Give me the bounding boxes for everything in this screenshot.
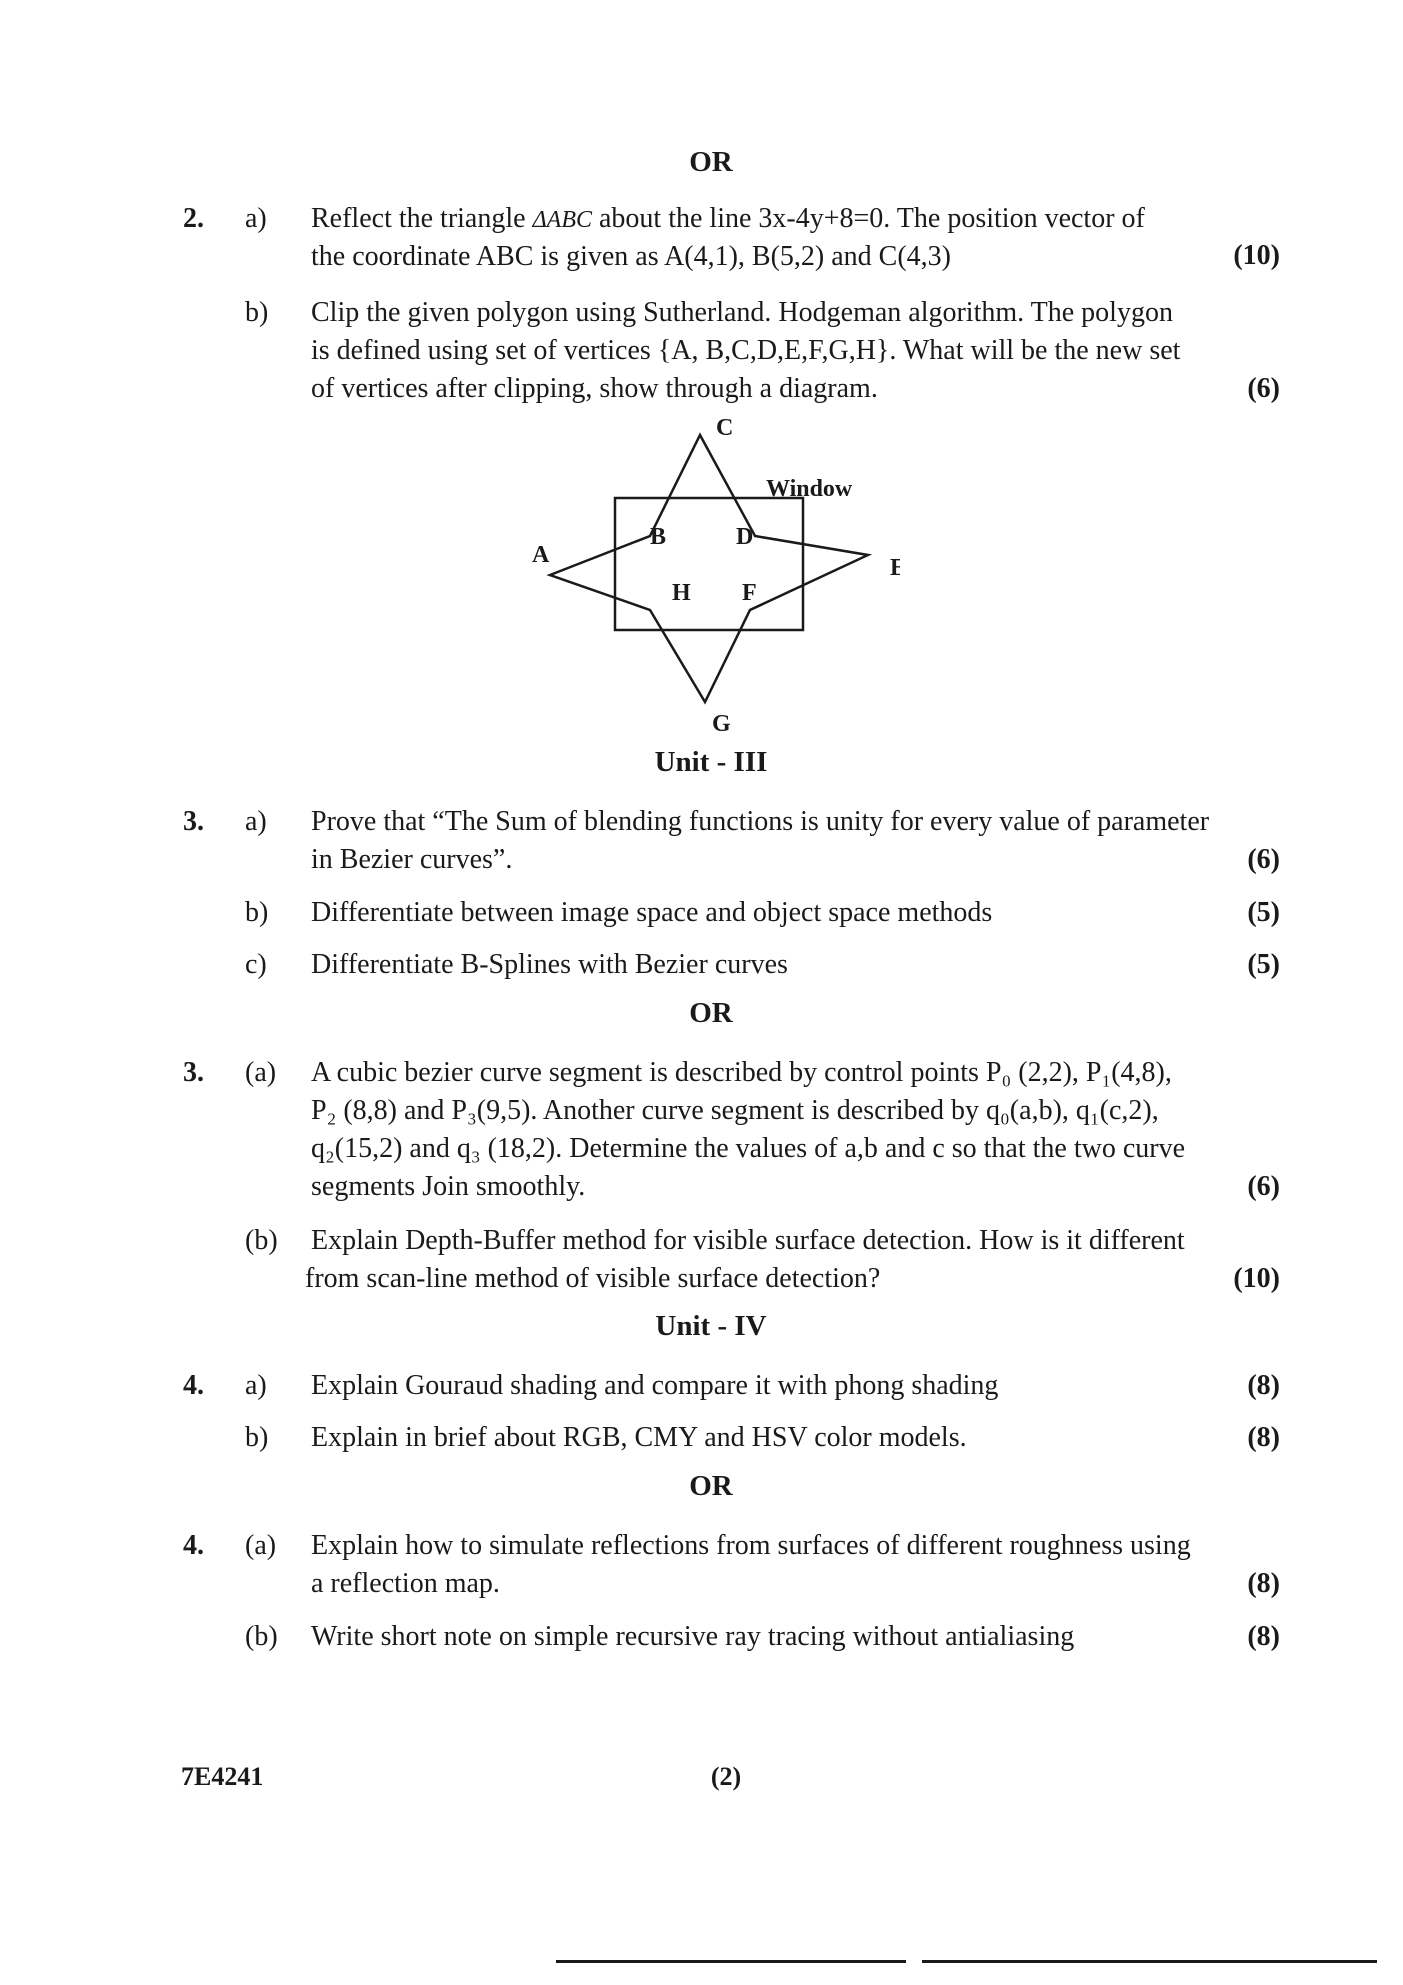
- or-heading-1: OR: [689, 146, 733, 178]
- q4alt-b-text: Write short note on simple recursive ray…: [311, 1621, 1075, 1652]
- vertex-label-c: C: [716, 415, 733, 441]
- q2b-marks: (6): [1247, 373, 1280, 404]
- window-label: Window: [766, 476, 853, 502]
- question-number-4: 4.: [183, 1370, 204, 1401]
- q4a-marks: (8): [1247, 1370, 1280, 1401]
- footer-rule-left: [556, 1960, 906, 1963]
- q2b-line2: is defined using set of vertices {A, B,C…: [311, 335, 1181, 366]
- q2a-triangle-symbol: ΔABC: [532, 207, 592, 233]
- vertex-label-a: A: [532, 542, 550, 568]
- q3alt-b-marks: (10): [1233, 1263, 1280, 1294]
- q2a-text-post: about the line 3x-4y+8=0. The position v…: [599, 203, 1145, 234]
- q3b-text: Differentiate between image space and ob…: [311, 897, 993, 928]
- vertex-label-f: F: [742, 580, 757, 606]
- vertex-label-g: G: [712, 711, 731, 737]
- q4a-label: a): [245, 1370, 267, 1401]
- q3a-marks: (6): [1247, 844, 1280, 875]
- question-number-3: 3.: [183, 806, 204, 837]
- q4alt-a-line1: Explain how to simulate reflections from…: [311, 1530, 1191, 1561]
- unit-4-heading: Unit - IV: [655, 1310, 767, 1342]
- q4alt-a-marks: (8): [1247, 1568, 1280, 1599]
- vertex-label-d: D: [736, 524, 753, 550]
- q3alt-a-line3: q₂(15,2) and q₃ (18,2). Determine the va…: [311, 1133, 1186, 1164]
- q2a-label: a): [245, 203, 267, 234]
- q3b-marks: (5): [1247, 897, 1280, 928]
- question-number-2: 2.: [183, 203, 204, 234]
- q3alt-a-marks: (6): [1247, 1171, 1280, 1202]
- q2a-marks: (10): [1233, 240, 1280, 271]
- question-number-3-alt: 3.: [183, 1057, 204, 1088]
- question-number-4-alt: 4.: [183, 1530, 204, 1561]
- q4alt-b-label: (b): [245, 1621, 278, 1652]
- clip-window-rect: [613, 496, 805, 632]
- q4b-marks: (8): [1247, 1422, 1280, 1453]
- q2b-line1: Clip the given polygon using Sutherland.…: [311, 297, 1173, 328]
- unit-3-heading: Unit - III: [654, 746, 768, 778]
- q2b-line3: of vertices after clipping, show through…: [311, 373, 878, 404]
- q4alt-a-line2: a reflection map.: [311, 1568, 500, 1599]
- q3alt-b-line2: from scan-line method of visible surface…: [305, 1263, 881, 1294]
- q2a-line1: Reflect the triangle ΔABC about the line…: [311, 200, 1276, 239]
- q4alt-b-marks: (8): [1247, 1621, 1280, 1652]
- q3c-marks: (5): [1247, 949, 1280, 980]
- q3alt-b-line1: Explain Depth-Buffer method for visible …: [311, 1225, 1185, 1256]
- q3alt-b-label: (b): [245, 1225, 278, 1256]
- vertex-label-h: H: [672, 580, 691, 606]
- clipping-diagram: Window A B C D E F G H: [532, 415, 900, 737]
- q4alt-a-label: (a): [245, 1530, 277, 1561]
- q3a-line2: in Bezier curves”.: [311, 844, 513, 875]
- vertex-label-e: E: [890, 555, 900, 581]
- q2a-line2: the coordinate ABC is given as A(4,1), B…: [311, 241, 952, 272]
- page-number: (2): [710, 1762, 742, 1791]
- q2a-text-pre: Reflect the triangle: [311, 203, 526, 234]
- q4b-text: Explain in brief about RGB, CMY and HSV …: [311, 1422, 967, 1453]
- q3b-label: b): [245, 897, 269, 928]
- q3alt-a-line4: segments Join smoothly.: [311, 1171, 586, 1202]
- q3a-line1: Prove that “The Sum of blending function…: [311, 806, 1210, 837]
- clip-polygon: [546, 432, 873, 705]
- q3alt-a-line1: A cubic bezier curve segment is describe…: [311, 1057, 1172, 1088]
- q3c-text: Differentiate B-Splines with Bezier curv…: [311, 949, 788, 980]
- q3alt-a-line2: P₂ (8,8) and P₃(9,5). Another curve segm…: [311, 1095, 1159, 1126]
- q3a-label: a): [245, 806, 267, 837]
- q4b-label: b): [245, 1422, 269, 1453]
- footer-rule-right: [922, 1960, 1377, 1963]
- paper-code: 7E4241: [181, 1762, 264, 1791]
- or-heading-2: OR: [689, 997, 733, 1029]
- q3c-label: c): [245, 949, 267, 980]
- q4a-text: Explain Gouraud shading and compare it w…: [311, 1370, 999, 1401]
- vertex-label-b: B: [650, 524, 666, 550]
- or-heading-3: OR: [689, 1470, 733, 1502]
- q3alt-a-label: (a): [245, 1057, 277, 1088]
- q2b-label: b): [245, 297, 269, 328]
